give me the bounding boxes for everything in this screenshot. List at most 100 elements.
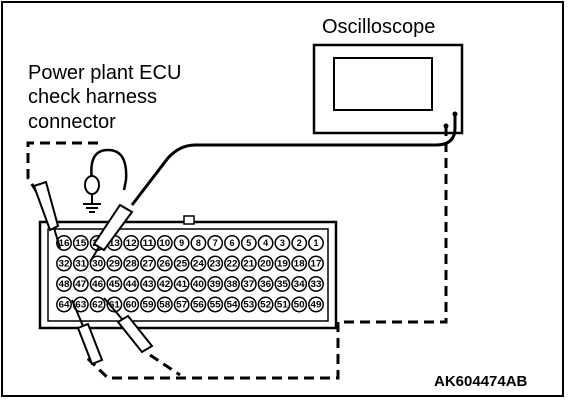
connector-pin [156, 276, 173, 292]
connector-pin-number: 7 [213, 238, 218, 248]
connector-pin [72, 255, 89, 272]
connector-pin-number: 20 [260, 259, 271, 269]
connector-pin [106, 255, 123, 272]
connector-pin-number: 57 [176, 300, 187, 310]
connector-pin-number: 25 [176, 259, 187, 269]
connector-pin [224, 296, 240, 313]
connector-pin-number: 12 [126, 238, 137, 248]
connector-pin [274, 276, 291, 292]
connector-pin-number: 51 [277, 300, 288, 310]
probe-upper-left [32, 180, 61, 249]
connector-pin [56, 276, 72, 292]
connector-pin [56, 255, 72, 272]
connector-pin-number: 53 [243, 300, 254, 310]
connector-pin [257, 255, 274, 272]
oscilloscope [312, 43, 464, 135]
connector-pin-number: 46 [92, 279, 103, 289]
connector-pin [190, 276, 207, 292]
connector-pin [291, 235, 308, 251]
harness-wire-lower [149, 353, 181, 377]
connector-pin-number: 47 [75, 279, 86, 289]
probe-upper-left-body [32, 180, 60, 232]
connector-pin-number: 28 [126, 259, 137, 269]
connector-pin-number: 26 [159, 259, 170, 269]
connector-pin-number: 56 [193, 300, 204, 310]
connector-pin [123, 276, 140, 292]
connector-pin-number: 40 [193, 279, 204, 289]
connector-pin-number: 22 [227, 259, 238, 269]
ecu-label-line2: check harness [28, 86, 157, 108]
figure-code: AK604474AB [434, 373, 528, 390]
connector-pin-number: 42 [159, 279, 170, 289]
connector-pin [240, 235, 257, 251]
connector-pin-number: 4 [263, 238, 268, 248]
probe-lower-left [71, 299, 104, 366]
connector-pin-number: 13 [109, 238, 120, 248]
test-lamp [83, 148, 128, 213]
connector-pin [123, 235, 140, 251]
connector-pin-number: 23 [210, 259, 221, 269]
connector-pin [156, 296, 173, 313]
ecu-connector: 1615141312111098765432132313029282726252… [38, 215, 338, 330]
connector-pin [257, 296, 274, 313]
oscilloscope-label: Oscilloscope [322, 16, 435, 38]
connector-pin-number: 32 [59, 259, 70, 269]
connector-pin [274, 235, 291, 251]
oscilloscope-screen [333, 57, 433, 111]
probe-upper-right-tip [89, 246, 100, 263]
connector-pin [173, 255, 190, 272]
probe-lead [130, 114, 457, 206]
connector-pin-number: 18 [294, 259, 305, 269]
connector-pin [291, 276, 308, 292]
connector-pin [173, 276, 190, 292]
probe-lower-left-tip [71, 299, 84, 327]
connector-pin [106, 296, 123, 313]
connector-pin-number: 34 [294, 279, 305, 289]
connector-pin [156, 235, 173, 251]
connector-pin [190, 296, 207, 313]
connector-pin-number: 54 [227, 300, 238, 310]
connector-pin-number: 29 [109, 259, 120, 269]
connector-pin-number: 62 [92, 300, 103, 310]
probe-lower-right [103, 297, 154, 354]
connector-pin [72, 235, 89, 251]
connector-pin-number: 5 [246, 238, 251, 248]
connector-pin [207, 276, 224, 292]
connector-pin-number: 17 [311, 259, 322, 269]
probe-upper-left-tip [53, 227, 61, 249]
connector-pin-number: 45 [109, 279, 120, 289]
connector-pin-number: 64 [59, 300, 70, 310]
connector-pin-number: 2 [297, 238, 302, 248]
connector-pin [291, 255, 308, 272]
connector-pin-number: 10 [159, 238, 170, 248]
connector-pin [123, 255, 140, 272]
connector-pin-number: 35 [277, 279, 288, 289]
connector-pin [89, 296, 106, 313]
connector-pin [240, 276, 257, 292]
ecu-label-line1: Power plant ECU [28, 62, 181, 84]
connector-pin [308, 296, 324, 313]
connector-pin [190, 255, 207, 272]
connector-pin [274, 296, 291, 313]
probe-upper-right [89, 203, 134, 263]
connector-pin-number: 52 [260, 300, 271, 310]
lamp-bulb [84, 175, 100, 195]
connector-pin [140, 276, 156, 292]
connector-pin [156, 255, 173, 272]
connector-pin-number: 60 [126, 300, 137, 310]
connector-pin-number: 15 [75, 238, 86, 248]
probe-upper-right-body [92, 203, 134, 252]
connector-pin-number: 6 [229, 238, 234, 248]
connector-pin [123, 296, 140, 313]
ground-lead-dashed [82, 126, 448, 380]
connector-pin [240, 255, 257, 272]
connector-pin-number: 48 [59, 279, 70, 289]
connector-pin-number: 11 [143, 238, 154, 248]
connector-pin [224, 235, 240, 251]
connector-pin-number: 1 [313, 238, 318, 248]
connector-pin-number: 8 [196, 238, 201, 248]
connector-pin-number: 43 [143, 279, 154, 289]
connector-pin [207, 255, 224, 272]
connector-key [183, 215, 195, 225]
